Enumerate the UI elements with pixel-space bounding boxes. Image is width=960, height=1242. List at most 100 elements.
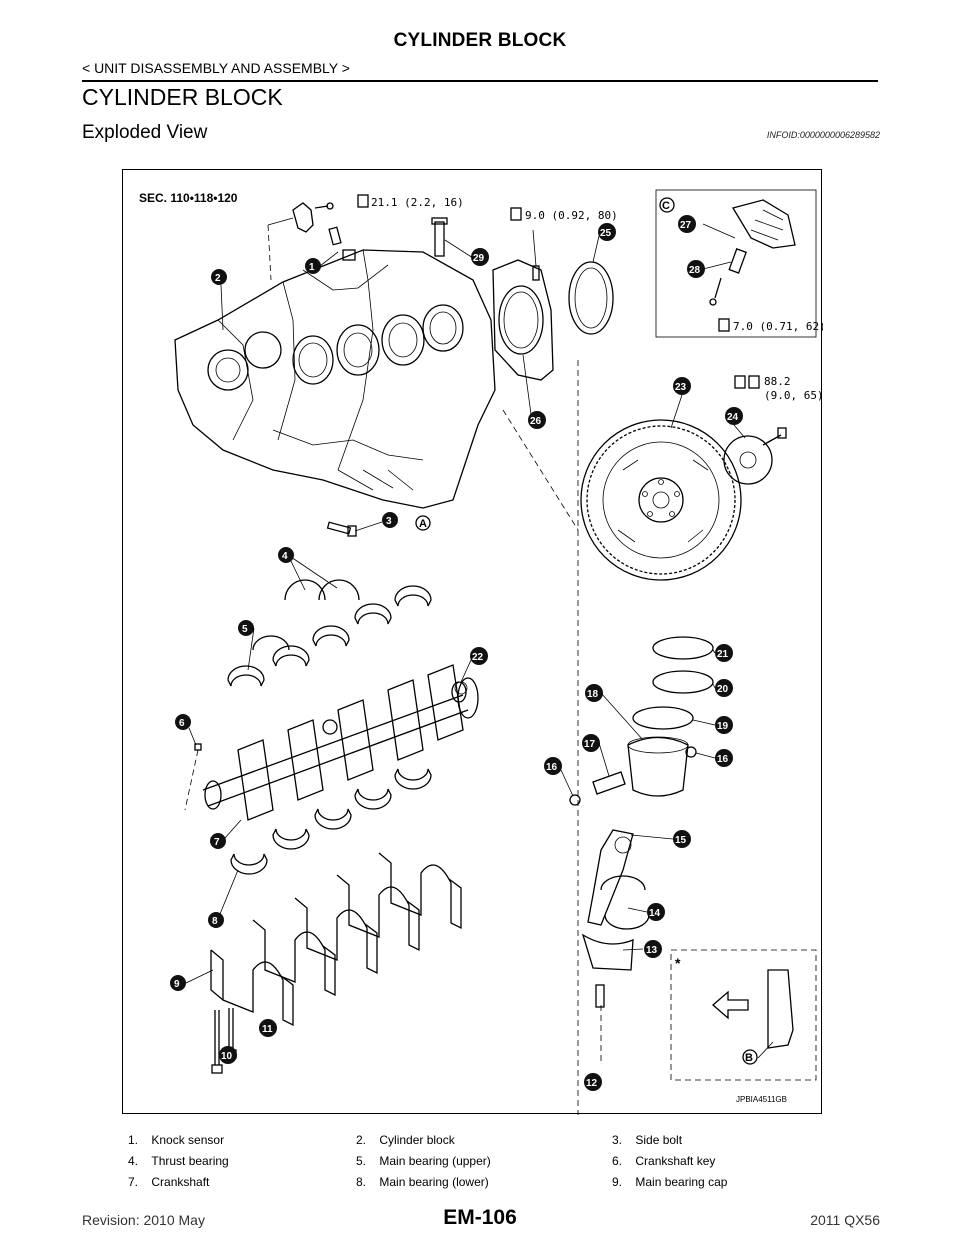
svg-text:2: 2 xyxy=(215,273,221,284)
callout-11: 11 xyxy=(259,1019,277,1037)
drive-plate xyxy=(580,419,742,581)
breadcrumb: < UNIT DISASSEMBLY AND ASSEMBLY > xyxy=(82,60,350,76)
callout-9: 9 xyxy=(170,975,186,991)
svg-text:6: 6 xyxy=(179,718,185,729)
inset-box-b xyxy=(670,949,817,1081)
svg-text:16: 16 xyxy=(546,762,558,773)
torque-spec-2: 9.0 (0.92, 80) xyxy=(525,209,618,222)
parts-row: 1. Knock sensor 2. Cylinder block 3. Sid… xyxy=(128,1133,828,1154)
callout-10: 10 xyxy=(219,1046,237,1064)
callout-6: 6 xyxy=(175,714,191,730)
callout-4: 4 xyxy=(278,547,294,563)
torque-spec-4: 88.2 xyxy=(764,375,791,388)
part-item-9: 9. Main bearing cap xyxy=(612,1175,728,1189)
svg-text:1: 1 xyxy=(309,262,315,273)
callout-3: 3 xyxy=(382,512,398,528)
svg-text:22: 22 xyxy=(472,652,484,663)
star-mark: * xyxy=(675,955,681,971)
callout-18: 18 xyxy=(585,684,603,702)
svg-text:25: 25 xyxy=(600,228,612,239)
svg-text:4: 4 xyxy=(282,551,288,562)
footer-model: 2011 QX56 xyxy=(810,1212,880,1228)
callout-12: 12 xyxy=(584,1073,602,1091)
inset-box-c xyxy=(655,189,817,338)
inset-bracket xyxy=(731,199,796,249)
svg-text:15: 15 xyxy=(675,835,687,846)
svg-text:26: 26 xyxy=(530,416,542,427)
callout-8: 8 xyxy=(208,912,224,928)
callout-15: 15 xyxy=(673,830,691,848)
svg-text:11: 11 xyxy=(262,1024,273,1035)
svg-text:17: 17 xyxy=(584,739,596,750)
part-item-2: 2. Cylinder block xyxy=(356,1133,455,1147)
svg-text:10: 10 xyxy=(221,1051,233,1062)
svg-text:24: 24 xyxy=(727,412,739,423)
svg-text:5: 5 xyxy=(242,624,248,635)
callout-27: 27 xyxy=(678,215,696,233)
part-item-7: 7. Crankshaft xyxy=(128,1175,210,1189)
callout-20: 20 xyxy=(715,679,733,697)
connecting-rod-drawing xyxy=(587,829,634,926)
main-bearing-caps-drawing xyxy=(210,852,462,1027)
callout-25: 25 xyxy=(598,223,616,241)
cylinder-block-drawing xyxy=(174,249,496,509)
parts-row: 7. Crankshaft 8. Main bearing (lower) 9.… xyxy=(128,1175,828,1196)
footer-revision: Revision: 2010 May xyxy=(82,1212,205,1228)
letter-c: C xyxy=(662,200,670,212)
callout-29: 29 xyxy=(471,248,489,266)
figure-code: JPBIA4511GB xyxy=(736,1095,787,1104)
info-id: INFOID:0000000006289582 xyxy=(766,130,880,140)
letter-b: B xyxy=(745,1052,753,1064)
exploded-view-drawing: SEC. 110•118•120 xyxy=(139,189,823,1115)
svg-text:19: 19 xyxy=(717,721,729,732)
callout-1: 1 xyxy=(305,258,321,274)
svg-text:3: 3 xyxy=(386,516,392,527)
callout-21: 21 xyxy=(715,644,733,662)
callout-28: 28 xyxy=(687,260,705,278)
svg-text:14: 14 xyxy=(649,908,661,919)
page-header-title: CYLINDER BLOCK xyxy=(393,30,567,51)
callout-16a: 16 xyxy=(544,757,562,775)
exploded-view-figure: SEC. 110•118•120 xyxy=(122,169,823,1115)
callouts: 1 2 3 4 5 6 7 8 9 10 11 12 13 14 15 16 1… xyxy=(170,215,743,1091)
svg-text:28: 28 xyxy=(689,265,701,276)
part-item-4: 4. Thrust bearing xyxy=(128,1154,229,1168)
callout-14: 14 xyxy=(647,903,665,921)
svg-text:27: 27 xyxy=(680,220,692,231)
crankshaft-drawing xyxy=(202,664,479,821)
svg-text:18: 18 xyxy=(587,689,599,700)
svg-text:13: 13 xyxy=(646,945,658,956)
arrow-icon xyxy=(712,990,749,1020)
callout-5: 5 xyxy=(238,620,254,636)
torque-spec-1: 21.1 (2.2, 16) xyxy=(371,196,464,209)
svg-text:7: 7 xyxy=(214,837,220,848)
callout-22: 22 xyxy=(470,647,488,665)
part-item-8: 8. Main bearing (lower) xyxy=(356,1175,489,1189)
parts-row: 4. Thrust bearing 5. Main bearing (upper… xyxy=(128,1154,828,1175)
section-title: CYLINDER BLOCK xyxy=(82,84,283,110)
callout-26: 26 xyxy=(528,411,546,429)
callout-7: 7 xyxy=(210,833,226,849)
svg-text:29: 29 xyxy=(473,253,485,264)
callout-13: 13 xyxy=(644,940,662,958)
page-number: EM-106 xyxy=(443,1206,517,1229)
part-item-6: 6. Crankshaft key xyxy=(612,1154,716,1168)
callout-24: 24 xyxy=(725,407,743,425)
parts-list: 1. Knock sensor 2. Cylinder block 3. Sid… xyxy=(128,1133,828,1196)
subsection-title: Exploded View xyxy=(82,122,208,143)
svg-text:12: 12 xyxy=(586,1078,598,1089)
callout-16b: 16 xyxy=(715,749,733,767)
part-item-3: 3. Side bolt xyxy=(612,1133,683,1147)
sec-label: SEC. 110•118•120 xyxy=(139,191,238,205)
torque-spec-3: 7.0 (0.71, 62) xyxy=(733,320,823,333)
callout-17: 17 xyxy=(582,734,600,752)
callout-2: 2 xyxy=(211,269,227,285)
part-item-5: 5. Main bearing (upper) xyxy=(356,1154,491,1168)
svg-text:21: 21 xyxy=(717,649,729,660)
part-item-1: 1. Knock sensor xyxy=(128,1133,225,1147)
svg-text:16: 16 xyxy=(717,754,729,765)
svg-text:9: 9 xyxy=(174,979,180,990)
torque-spec-5: (9.0, 65) xyxy=(764,389,823,402)
callout-23: 23 xyxy=(673,377,691,395)
svg-text:8: 8 xyxy=(212,916,218,927)
